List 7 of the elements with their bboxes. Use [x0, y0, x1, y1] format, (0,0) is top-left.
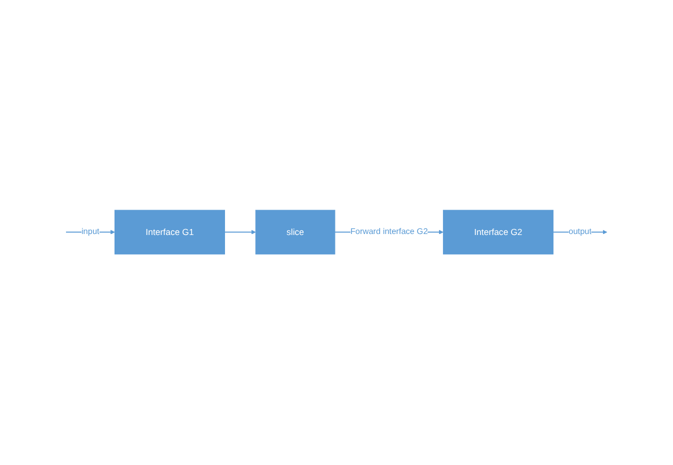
node-box: Interface G2	[442, 210, 554, 255]
edge-label: output	[568, 228, 592, 237]
edge-label: input	[81, 228, 100, 237]
node-box: slice	[255, 210, 336, 255]
node-box: Interface G1	[114, 210, 225, 255]
edge-label: Forward interface G2	[350, 228, 428, 237]
arrow	[224, 230, 256, 235]
